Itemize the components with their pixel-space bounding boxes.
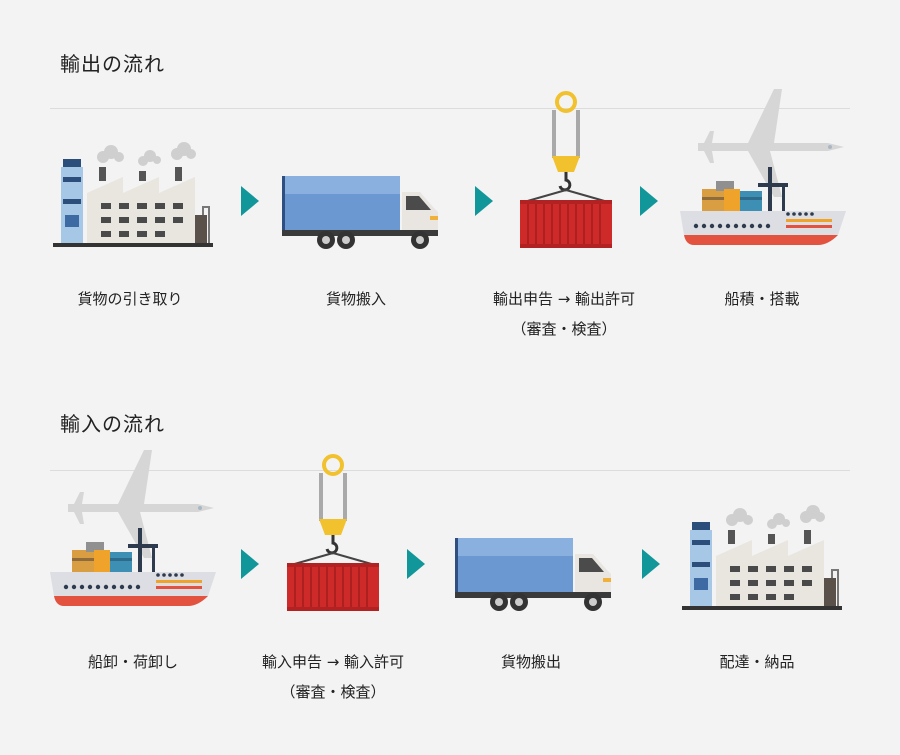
truck-icon	[455, 534, 615, 614]
import-step-2-subtext: （審査・検査）	[280, 683, 386, 701]
export-step-4-text: 船積・搭載	[724, 290, 800, 308]
ship-plane-icon	[678, 85, 848, 250]
export-section-title: 輸出の流れ	[60, 52, 165, 76]
export-divider	[50, 108, 850, 109]
export-step-2-text: 貨物搬入	[325, 290, 386, 308]
import-step-label: 輸入申告 → 輸入許可 （審査・検査）	[233, 647, 433, 707]
import-divider	[50, 470, 850, 471]
flow-arrow-icon	[241, 549, 259, 579]
factory-icon	[682, 500, 842, 610]
import-step-label: 船卸・荷卸し	[33, 647, 233, 677]
flow-arrow-icon	[241, 186, 259, 216]
flow-arrow-icon	[642, 549, 660, 579]
crane-container-icon	[516, 90, 616, 250]
import-step-2-text: 輸入申告 → 輸入許可	[261, 653, 405, 671]
import-step-label: 配達・納品	[657, 647, 857, 677]
export-step-label: 貨物搬入	[256, 284, 456, 314]
export-step-label: 貨物の引き取り	[30, 284, 230, 314]
factory-icon	[53, 137, 213, 247]
export-step-3-text: 輸出申告 → 輸出許可	[492, 290, 636, 308]
flow-arrow-icon	[475, 186, 493, 216]
export-step-1-text: 貨物の引き取り	[77, 290, 183, 308]
import-section-title: 輸入の流れ	[60, 412, 165, 436]
truck-icon	[282, 172, 442, 252]
export-step-label: 輸出申告 → 輸出許可 （審査・検査）	[464, 284, 664, 344]
flow-arrow-icon	[407, 549, 425, 579]
ship-plane-icon	[48, 446, 218, 611]
import-step-4-text: 配達・納品	[719, 653, 795, 671]
export-step-3-subtext: （審査・検査）	[511, 320, 617, 338]
import-step-1-text: 船卸・荷卸し	[87, 653, 178, 671]
export-step-label: 船積・搭載	[662, 284, 862, 314]
flow-arrow-icon	[640, 186, 658, 216]
crane-container-icon	[283, 453, 383, 613]
import-step-3-text: 貨物搬出	[500, 653, 561, 671]
import-step-label: 貨物搬出	[431, 647, 631, 677]
